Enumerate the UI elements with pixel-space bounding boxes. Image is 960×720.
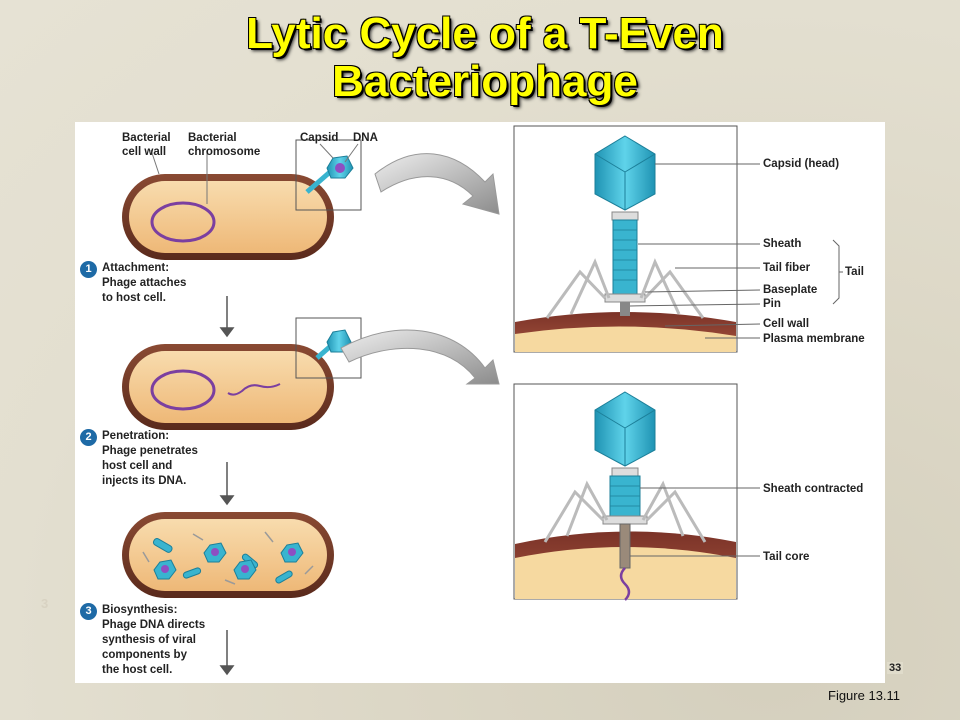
step-3-badge: 3 bbox=[80, 603, 97, 620]
cell-1 bbox=[122, 174, 334, 260]
label-dna: DNA bbox=[353, 132, 378, 144]
label-sheath-contracted: Sheath contracted bbox=[763, 483, 864, 495]
leader-lines-2 bbox=[630, 487, 760, 557]
diagram-panel: Bacterial cell wall Bacterial chromosome… bbox=[75, 122, 885, 683]
label-tail-fiber: Tail fiber bbox=[763, 262, 811, 274]
step-3-line-4: the host cell. bbox=[102, 664, 173, 676]
step-1-badge: 1 bbox=[80, 261, 97, 278]
title-line-1: Lytic Cycle of a T-Even bbox=[246, 9, 724, 58]
lytic-cycle-diagram bbox=[122, 125, 843, 676]
cell-3 bbox=[122, 512, 334, 598]
phage-small-1 bbox=[305, 155, 354, 194]
label-pin: Pin bbox=[763, 298, 781, 310]
step-1-line-1: Phage attaches bbox=[102, 277, 187, 289]
step-1-title: Attachment: bbox=[102, 262, 170, 274]
label-sheath: Sheath bbox=[763, 238, 802, 250]
curved-arrow-1 bbox=[374, 153, 500, 215]
step-2-line-2: host cell and bbox=[102, 460, 173, 472]
zoom-box-1 bbox=[295, 139, 362, 211]
step-3-title: Biosynthesis: bbox=[102, 604, 178, 616]
label-capsid-head: Capsid (head) bbox=[763, 158, 840, 170]
label-tail: Tail bbox=[845, 266, 864, 278]
step-3-line-3: components by bbox=[102, 649, 187, 661]
step-1-line-2: to host cell. bbox=[102, 292, 166, 304]
leader-lines-1 bbox=[629, 163, 843, 339]
step-2-line-3: injects its DNA. bbox=[102, 475, 187, 487]
ghost-mark: 3 bbox=[41, 596, 49, 611]
step-1-text: Attachment: Phage attaches to host cell. bbox=[102, 261, 186, 306]
label-bacterial-chromosome: Bacterial chromosome bbox=[188, 132, 261, 158]
title-line-2: Bacteriophage bbox=[332, 57, 638, 106]
phage-large-2 bbox=[515, 391, 736, 601]
cell-2 bbox=[122, 344, 334, 430]
step-2-title: Penetration: bbox=[102, 430, 170, 442]
step-2-badge: 2 bbox=[80, 429, 97, 446]
label-baseplate: Baseplate bbox=[763, 284, 818, 296]
label-plasma-membrane: Plasma membrane bbox=[763, 333, 865, 345]
step-3-line-2: synthesis of viral bbox=[102, 634, 196, 646]
page-number: 33 bbox=[887, 662, 904, 674]
figure-reference: Figure 13.11 bbox=[828, 688, 901, 703]
step-2-text: Penetration: Phage penetrates host cell … bbox=[102, 429, 198, 489]
phage-large-1 bbox=[515, 135, 736, 352]
curved-arrow-2 bbox=[340, 329, 500, 385]
label-bacterial-cell-wall: Bacterial cell wall bbox=[122, 132, 171, 158]
step-3-line-1: Phage DNA directs bbox=[102, 619, 206, 631]
label-capsid: Capsid bbox=[300, 132, 339, 144]
label-tail-core: Tail core bbox=[763, 551, 810, 563]
slide-title: Lytic Cycle of a T-Even Bacteriophage bbox=[90, 10, 880, 106]
label-cell-wall: Cell wall bbox=[763, 318, 810, 330]
step-2-line-1: Phage penetrates bbox=[102, 445, 198, 457]
step-3-text: Biosynthesis: Phage DNA directs synthesi… bbox=[102, 603, 205, 678]
flow-arrows bbox=[219, 296, 235, 676]
